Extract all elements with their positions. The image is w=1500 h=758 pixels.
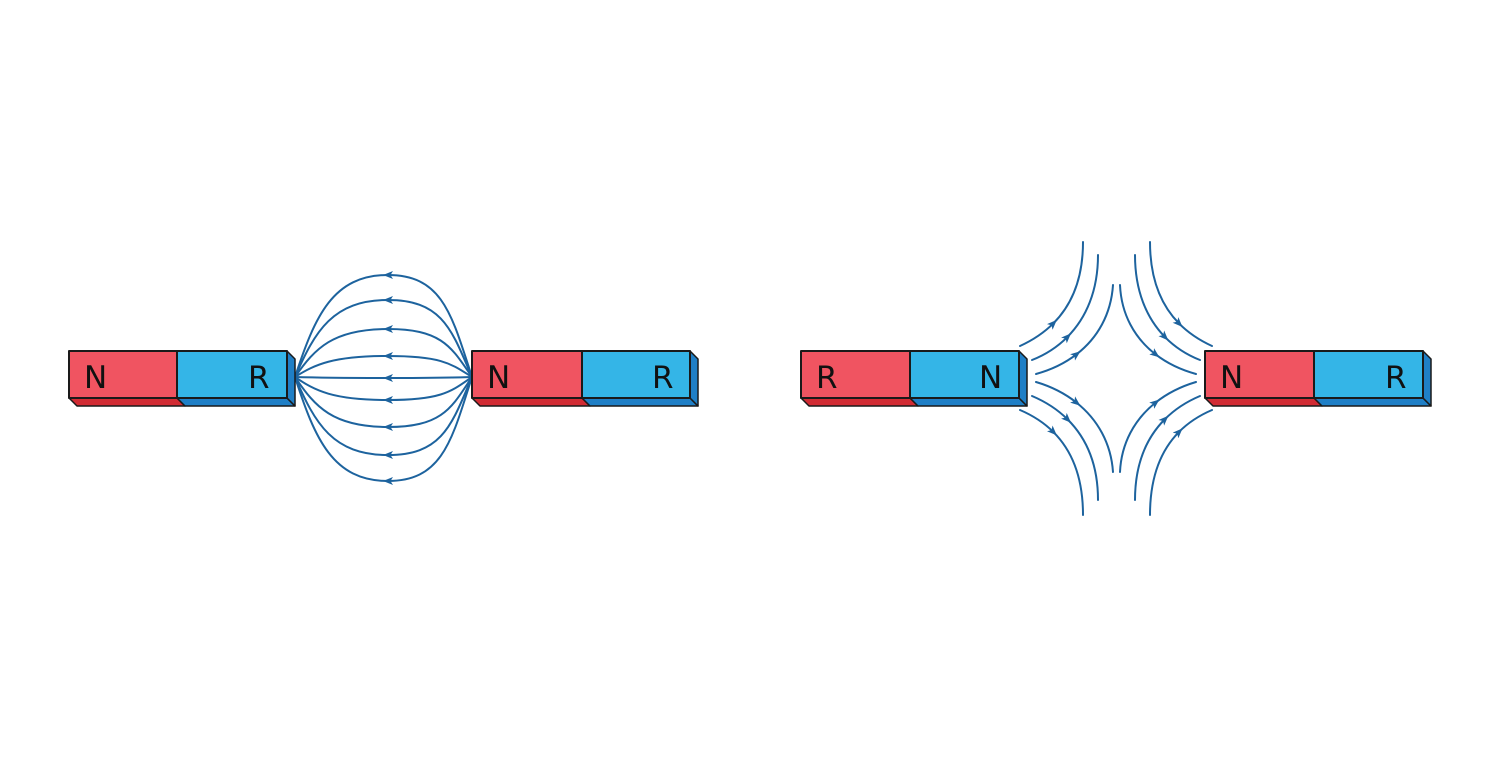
magnet-end-face [286,350,296,407]
magnet-bottom-face-pole-1 [800,397,919,407]
pole-label-2: N [979,360,1002,396]
field-line [1031,254,1099,361]
field-line [294,352,473,378]
pole-label-1: N [487,360,510,396]
field-line [1149,241,1213,347]
magnet-bottom-face-pole-2 [176,397,296,407]
magnet-bottom-face-pole-2 [1313,397,1432,407]
magnet-left: R N [800,350,1028,407]
magnet-bottom-face-pole-2 [581,397,699,407]
field-line [1019,241,1084,347]
magnet-pole-2 [1313,350,1424,399]
magnet-right: N R [1204,350,1432,407]
pole-label-1: N [84,360,107,396]
field-line [1019,409,1084,516]
field-line [1035,284,1114,375]
field-line [1119,284,1197,375]
magnet-bottom-face-pole-2 [909,397,1028,407]
magnet-end-face [1422,350,1432,407]
field-line [1149,409,1213,516]
field-line [294,376,473,404]
field-line [1119,381,1197,473]
magnet-pole-1 [800,350,911,399]
field-line [294,296,473,378]
field-line [294,373,473,382]
magnet-end-face [1018,350,1028,407]
magnet-pole-1 [68,350,178,399]
field-line [294,271,473,378]
attraction-diagram: N R N R [68,271,699,485]
magnet-bottom-face-pole-1 [68,397,186,407]
magnet-pole-2 [176,350,288,399]
repulsion-diagram: R N N R [800,241,1432,516]
field-line [1134,254,1201,361]
field-line [294,376,473,459]
field-line [1035,381,1114,473]
magnet-right: N R [471,350,699,407]
field-line [294,376,473,485]
field-line [1134,395,1201,501]
magnet-pole-2 [581,350,691,399]
magnet-bottom-face-pole-1 [471,397,591,407]
pole-label-1: N [1220,360,1243,396]
field-line [294,325,473,378]
field-line [1031,395,1099,501]
field-line [294,376,473,431]
pole-label-1: R [816,360,838,396]
pole-label-2: R [652,360,674,396]
magnet-pole-1 [471,350,583,399]
pole-label-2: R [248,360,270,396]
magnet-end-face [689,350,699,407]
magnet-left: N R [68,350,296,407]
pole-label-2: R [1385,360,1407,396]
magnet-pole-2 [909,350,1020,399]
field-lines-repulsion [1019,241,1213,516]
field-lines-attraction [294,271,473,485]
magnet-bottom-face-pole-1 [1204,397,1323,407]
